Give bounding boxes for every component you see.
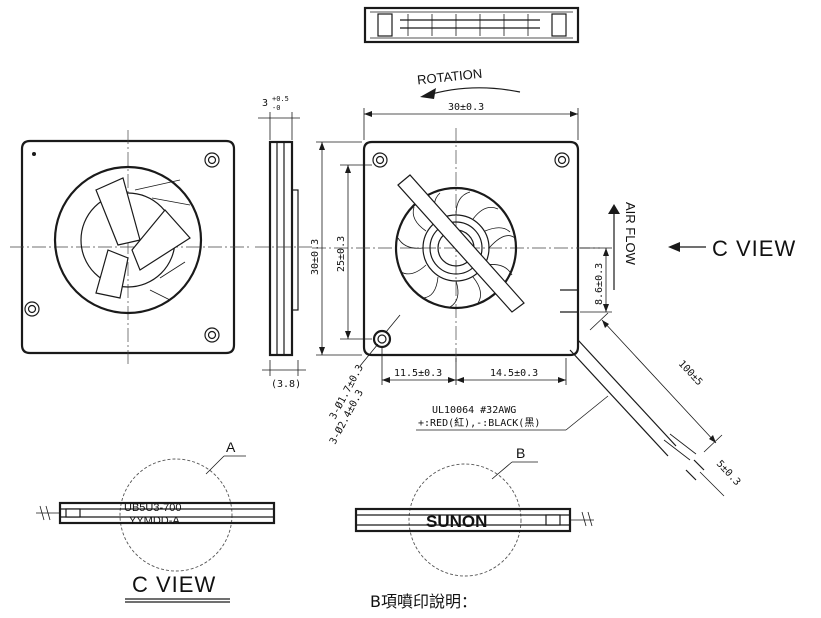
model-line2: YYMDD-A [129,515,180,527]
thickness-tol-lower: -0 [272,104,280,112]
top-edge-view [363,6,580,44]
hole-spacing-dim: 25±0.3 [336,236,347,272]
air-flow-indicator: AIR FLOW [608,202,638,290]
model-line1: UB5U3-700 [124,502,181,514]
c-view-title: C VIEW [132,572,216,597]
detail-b-label: B [516,445,525,461]
brand-marking: SUNON [426,512,487,531]
thickness-dim: 3 [262,98,268,109]
wire-spec-line2: +:RED(紅),-:BLACK(黑) [418,417,540,429]
side-view: 3 +0.5 -0 (3.8) [255,95,312,390]
lead-wires: 100±5 5±0.3 UL10064 #32AWG +:RED(紅),-:BL… [416,312,743,497]
b-note: B項噴印說明： [370,592,477,611]
offset-x2-dim: 14.5±0.3 [490,368,538,379]
width-dim: 30±0.3 [448,102,484,113]
detail-b: B SUNON B項噴印說明： [354,445,594,611]
back-view [10,130,250,365]
rotation-label: ROTATION [416,66,482,88]
offset-x1-dim: 11.5±0.3 [394,368,442,379]
fan-blades [397,191,516,308]
height-dim: 30±0.3 [310,239,321,275]
side-ref-dim: (3.8) [271,379,301,390]
rotation-indicator: ROTATION [416,66,521,99]
outlet-height-dim: 8.6±0.3 [594,263,605,305]
wire-spec-line1: UL10064 #32AWG [432,405,516,416]
wire-length-dim: 100±5 [676,359,705,389]
front-view: 30±0.3 30±0.3 25±0.3 11.5±0.3 14.5±0.3 8… [310,102,612,446]
detail-a: A UB5U3-700 YYMDD-A C VIEW [36,439,276,603]
detail-a-label: A [226,439,236,455]
wire-strip-dim: 5±0.3 [714,459,743,489]
c-view-arrow: C VIEW [668,236,796,261]
air-flow-label: AIR FLOW [623,202,638,266]
c-view-arrow-label: C VIEW [712,236,796,261]
thickness-tol-upper: +0.5 [272,95,289,103]
